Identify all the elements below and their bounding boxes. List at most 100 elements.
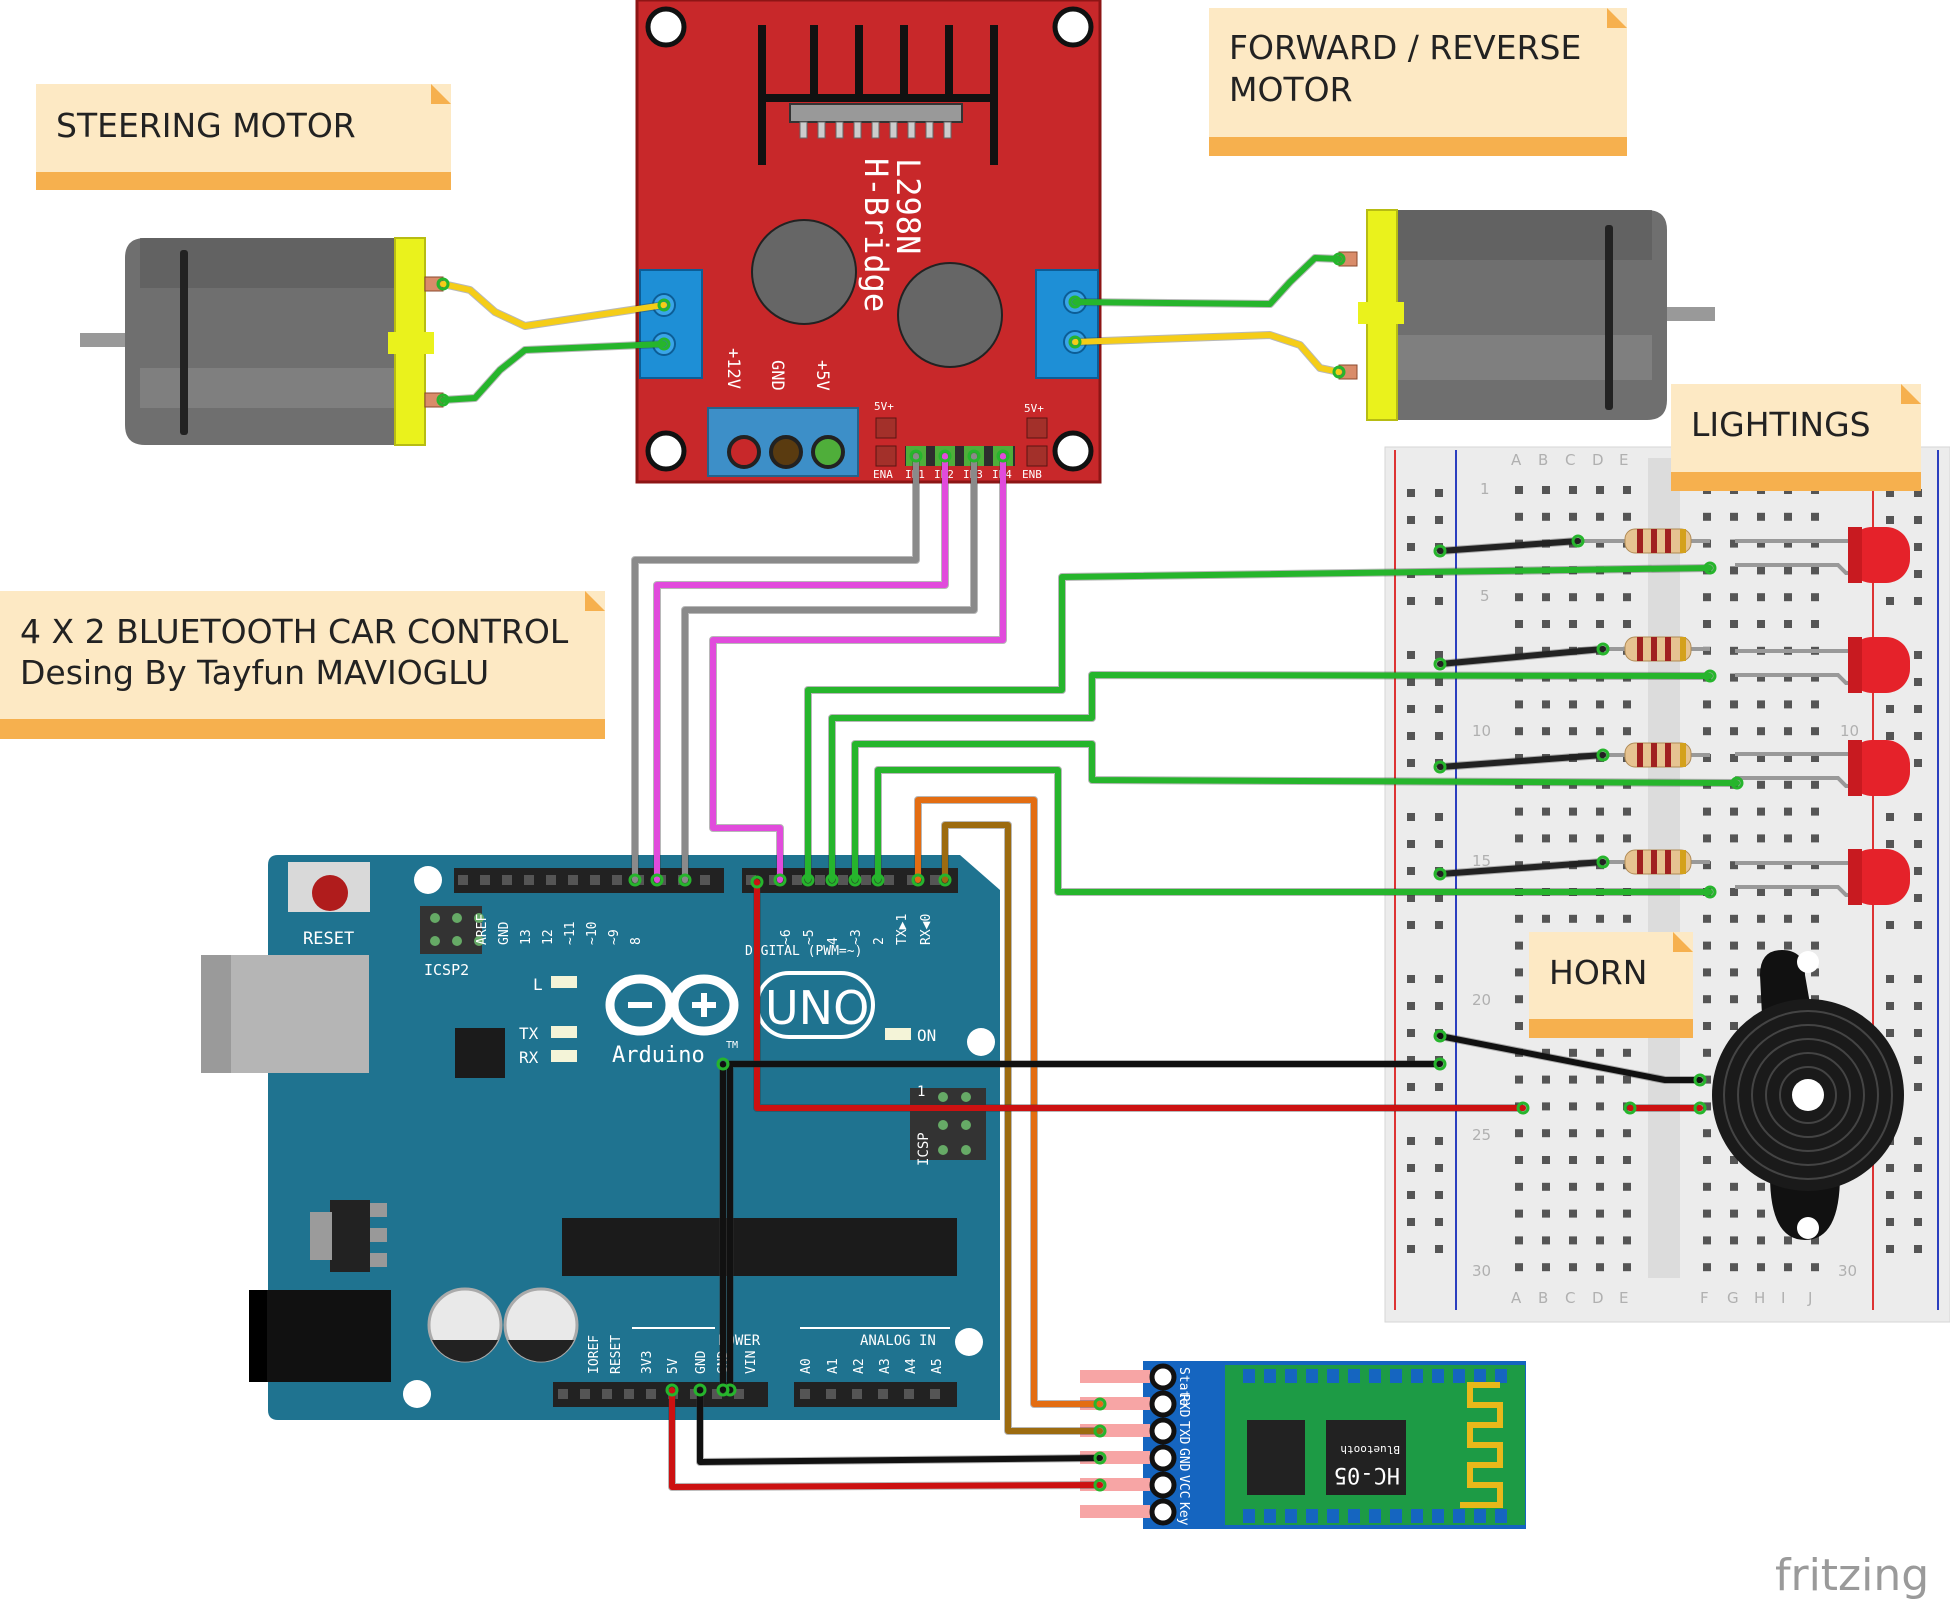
- reset-button[interactable]: [312, 875, 348, 911]
- power-pin-label: VIN: [744, 1351, 759, 1374]
- bt-model-label: HC-05: [1334, 1462, 1400, 1487]
- wire: [1072, 332, 1342, 375]
- icsp2-header: [420, 906, 482, 954]
- led-tx-label: TX: [519, 1024, 539, 1043]
- digital-pin-label: AREF: [475, 914, 490, 945]
- arduino-brand: Arduino: [612, 1043, 705, 1068]
- wire-end: [1068, 295, 1082, 309]
- power-pin-label: GND: [694, 1350, 709, 1374]
- analog-pin-label: A0: [799, 1358, 814, 1374]
- power-jack: [249, 1290, 391, 1382]
- steering-motor: [80, 237, 444, 446]
- breadboard-column-labels-top: A B C D E: [1511, 451, 1628, 469]
- note-forward-line1: FORWARD / REVERSE: [1229, 28, 1581, 67]
- wire-end: [657, 298, 671, 312]
- bb-row-10-right: 10: [1840, 722, 1859, 740]
- bb-col-c: C: [1565, 451, 1575, 469]
- icsp-one-label: 1: [917, 1084, 925, 1100]
- power-pin-label: IOREF: [587, 1335, 602, 1374]
- led-on-label: ON: [917, 1026, 936, 1045]
- usb-chip: [455, 1028, 505, 1078]
- wire-end: [938, 873, 952, 887]
- label-enb: ENB: [1022, 468, 1042, 481]
- wire-end: [650, 873, 664, 887]
- motor-b-terminal: [1035, 269, 1099, 379]
- bt-pin-label: VCC: [1176, 1475, 1191, 1498]
- wire-end: [1093, 1478, 1107, 1492]
- led-rx-label: RX: [519, 1048, 539, 1067]
- wire-end: [750, 875, 764, 889]
- note-lightings-text: LIGHTINGS: [1691, 405, 1871, 444]
- wire-end: [628, 873, 642, 887]
- hbridge-subname: H-Bridge: [857, 158, 895, 312]
- label-12v: +12V: [723, 348, 743, 389]
- bt-pin-label: Key: [1176, 1502, 1191, 1526]
- digital-pin-label: TX▶1: [895, 914, 910, 945]
- bb-col-a-bottom: A: [1511, 1289, 1522, 1307]
- title-line2: Desing By Tayfun MAVIOGLU: [20, 653, 489, 692]
- led-red: [1735, 849, 1910, 905]
- heatsink: [758, 25, 998, 165]
- bb-col-j-bottom: J: [1807, 1289, 1812, 1307]
- wire-end: [1623, 1101, 1637, 1115]
- resistor: [1578, 528, 1710, 554]
- reset-label: RESET: [303, 929, 354, 949]
- digital-pin-label: GND: [497, 921, 512, 945]
- wire: [1437, 859, 1606, 877]
- wire-end: [825, 873, 839, 887]
- analog-pin-label: A4: [904, 1358, 919, 1374]
- wire: [829, 672, 1713, 883]
- breadboard-column-labels-bottom: A B C D E F G H I J: [1511, 1289, 1812, 1307]
- analog-pin-label: A1: [826, 1358, 841, 1374]
- drive-motor: [1338, 209, 1715, 421]
- wire-end: [871, 873, 885, 887]
- wire-outline: [439, 340, 668, 404]
- title-line1: 4 X 2 BLUETOOTH CAR CONTROL: [20, 612, 569, 651]
- wire-end: [1703, 669, 1717, 683]
- icsp-header: [910, 1088, 986, 1160]
- bb-col-e-bottom: E: [1619, 1289, 1628, 1307]
- bb-row-30-right: 30: [1838, 1262, 1857, 1280]
- icsp2-label: ICSP2: [424, 961, 469, 979]
- wire: [632, 453, 919, 883]
- analog-pin-label: A5: [930, 1358, 945, 1374]
- wire-end: [1332, 365, 1346, 379]
- wire-end: [1703, 885, 1717, 899]
- bb-col-g-bottom: G: [1727, 1289, 1739, 1307]
- bb-col-a: A: [1511, 451, 1522, 469]
- digital-pin-label: 8: [629, 937, 644, 945]
- digital-pin-label: ~9: [607, 929, 622, 945]
- wire-end: [1693, 1101, 1707, 1115]
- bb-row-20: 20: [1472, 991, 1491, 1009]
- wire-end: [911, 873, 925, 887]
- icsp-label: ICSP: [916, 1132, 932, 1166]
- voltage-regulator: [330, 1200, 370, 1272]
- wire: [942, 822, 1103, 1434]
- note-forward-reverse: FORWARD / REVERSE MOTOR: [1209, 8, 1627, 156]
- bt-pin-label: State: [1176, 1367, 1191, 1406]
- arduino-logo: [605, 974, 739, 1036]
- bb-col-b: B: [1538, 451, 1548, 469]
- wire-end: [678, 873, 692, 887]
- bb-row-25: 25: [1472, 1126, 1491, 1144]
- analog-pin-label: A2: [852, 1358, 867, 1374]
- analog-label: ANALOG IN: [860, 1333, 936, 1349]
- wire-end: [909, 449, 923, 463]
- bb-row-30: 30: [1472, 1262, 1491, 1280]
- bt-pin-label: TXD: [1176, 1421, 1191, 1445]
- wire: [710, 453, 1006, 883]
- wire: [754, 879, 1526, 1111]
- wire: [1437, 646, 1606, 667]
- capacitor: [751, 219, 857, 325]
- resistor: [1578, 849, 1710, 875]
- bb-row-10: 10: [1472, 722, 1491, 740]
- wire-end: [1596, 642, 1610, 656]
- bb-col-h-bottom: H: [1754, 1289, 1765, 1307]
- label-5v: +5V: [812, 360, 832, 391]
- led-red: [1735, 740, 1910, 796]
- wire-end: [693, 1383, 707, 1397]
- note-steering-motor: STEERING MOTOR: [36, 84, 451, 190]
- digital-pin-label: 13: [519, 929, 534, 945]
- wire-end: [967, 449, 981, 463]
